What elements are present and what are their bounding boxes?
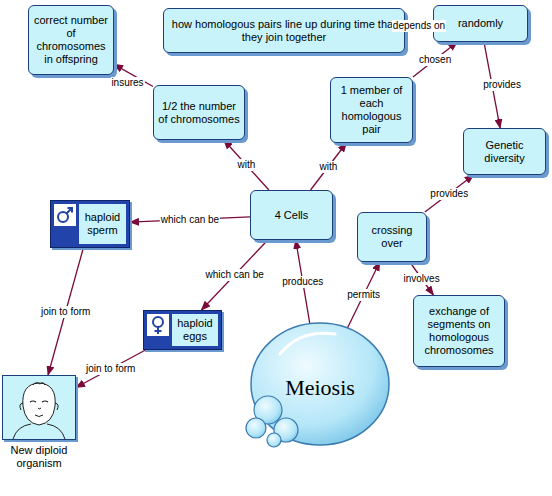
concept-box: 1/2 the number of chromosomes [153,85,245,140]
bubble-main [251,323,389,445]
male-symbol [54,204,76,226]
concept-box: how homologous pairs line up during time… [163,8,405,53]
node-text: randomly [458,17,503,30]
edge-label: chosen [418,54,452,66]
baby-eyes [30,401,48,402]
baby-mouth [35,415,43,417]
node-text: correct number of chromosomes in offspri… [32,14,110,66]
node-text: haploid eggs [172,317,218,343]
picture-frame [2,375,76,440]
edge-label: depends on [392,20,446,32]
icon-background [147,314,169,336]
baby-nose [38,408,41,409]
bubble-highlight [280,333,335,354]
edge-label: provides [429,188,469,200]
node-text: 4 Cells [275,209,309,222]
connector [76,350,145,388]
caption-holder: New diploid organism [0,444,82,470]
text-panel: haploid eggs [172,314,218,346]
small-bubble [267,433,281,447]
connector [201,240,267,310]
symbol-ring [153,317,163,327]
edge-label: with [319,161,339,173]
female-symbol [147,314,169,336]
icon-background [54,204,76,226]
baby-drawing [3,376,75,439]
symbol-cross [155,327,162,334]
concept-box: 4 Cells [250,190,333,240]
connector [413,42,457,77]
concept-box: randomly [433,5,528,42]
edge-label: which can be [204,269,264,281]
edge-label: join to form [40,306,91,318]
node-text-holder: Meiosis [285,375,355,401]
concept-box: Genetic diversity [463,128,546,175]
sperm-box: haploid sperm [50,200,130,248]
node-text: haploid sperm [79,211,126,237]
edge-label: insures [110,77,144,89]
process-bubble: Meiosis [240,318,390,450]
edge-label: join to form [85,363,136,375]
node-text: New diploid organism [11,444,68,469]
node-text: 1 member of each homologous pair [334,84,409,136]
baby-shoulders [13,424,65,439]
node-text: Meiosis [285,375,355,400]
node-text: crossing over [361,224,423,250]
connector [311,143,347,190]
baby-head [23,383,55,425]
connector [425,175,474,212]
concept-box: correct number of chromosomes in offspri… [28,5,114,75]
edge-label: with [236,159,256,171]
concept-box: crossing over [357,212,427,262]
concept-box: 1 member of each homologous pair [330,77,413,143]
baby-ears [20,403,58,410]
edge-label: produces [281,276,324,288]
edge-label: provides [482,79,522,91]
small-bubble [246,418,266,438]
edge-label: permits [346,289,381,301]
node-text: how homologous pairs line up during time… [167,18,401,44]
text-panel: haploid sperm [79,204,126,244]
baby-hair [33,383,45,385]
concept-box: exchange of segments on homologous chrom… [413,295,505,367]
node-text: 1/2 the number of chromosomes [157,100,241,126]
edge-label: involves [403,273,441,285]
organism-picture: New diploid organism [2,375,76,487]
node-text: Genetic diversity [467,139,542,165]
symbol-arrow [67,208,73,214]
node-text: exchange of segments on homologous chrom… [417,305,501,357]
edge-label: which can be [160,214,220,226]
egg-box: haploid eggs [143,310,222,350]
connector [224,140,269,190]
